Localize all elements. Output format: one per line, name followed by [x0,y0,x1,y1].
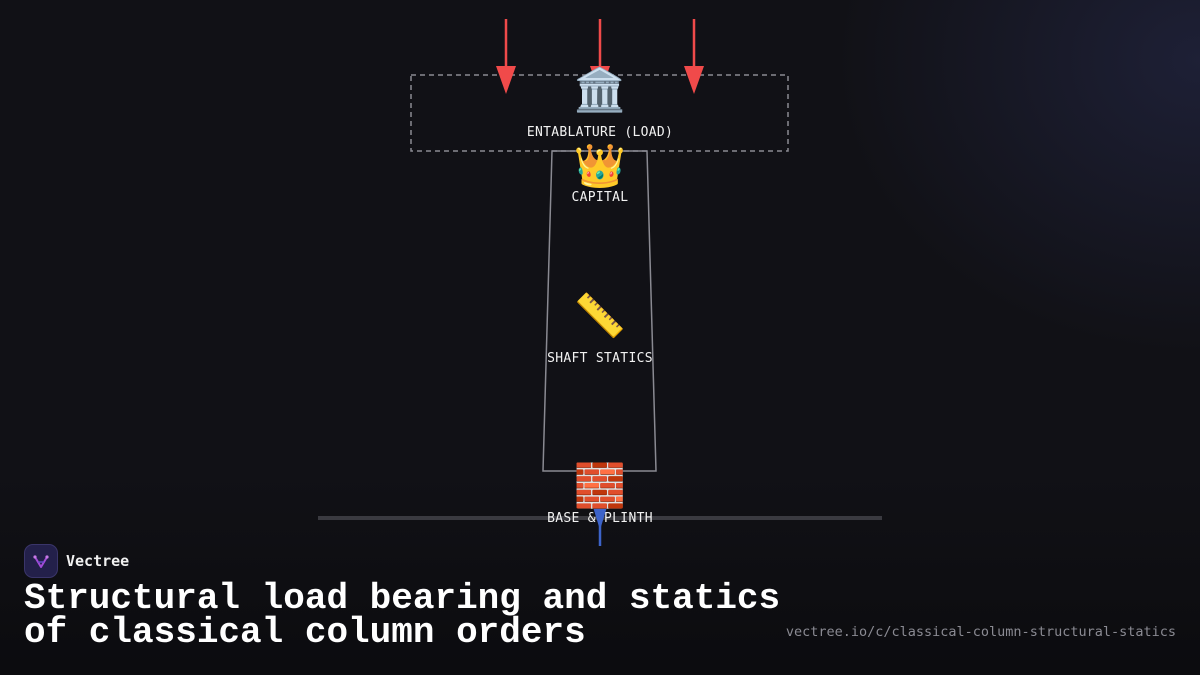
classical-building-icon: 🏛️ [573,65,627,114]
reaction-arrow [593,507,607,546]
brand[interactable]: Vectree [24,544,129,578]
brick-icon: 🧱 [573,461,627,510]
load-arrow-left-head [496,66,516,94]
reaction-arrow-head [593,507,607,530]
page-url[interactable]: vectree.io/c/classical-column-structural… [785,624,1176,640]
load-arrow-right-head [684,66,704,94]
entablature-label: ENTABLATURE (LOAD) [526,125,674,140]
vectree-logo-mark [33,555,49,568]
ruler-icon: 📏 [573,291,627,340]
shaft-statics-label: SHAFT STATICS [547,351,653,366]
brand-name: Vectree [66,552,130,570]
page-title: Structural load bearing and statics of c… [24,578,781,653]
capital-label: CAPITAL [571,190,629,205]
load-arrows [496,19,704,94]
entablature-box [410,74,789,152]
base-plinth-label: BASE & PLINTH [547,511,653,526]
vectree-logo-icon [24,544,58,578]
load-arrow-center-head [590,66,610,94]
crown-icon: 👑 [573,141,627,190]
